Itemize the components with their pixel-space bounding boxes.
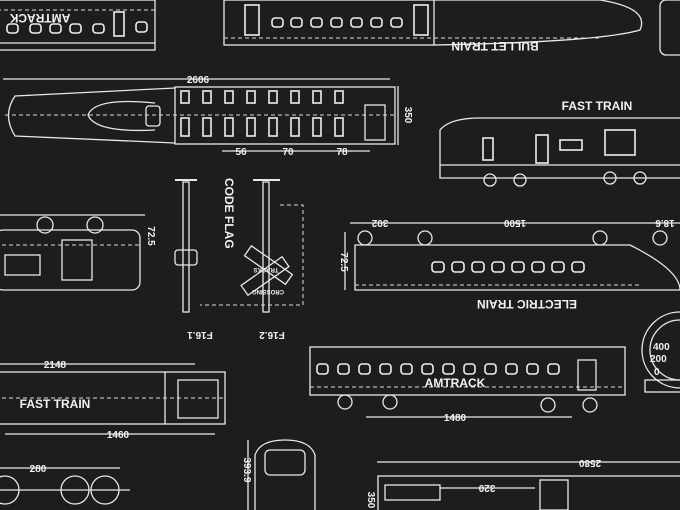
- window: [526, 363, 539, 375]
- window: [358, 363, 371, 375]
- code-flag-signals: CODE FLAG TRACKS CROSSING F16.1 F16.2: [174, 178, 304, 340]
- window: [312, 117, 322, 137]
- bullet-train-label: BULLET TRAIN: [451, 39, 538, 53]
- fast-train-right: FAST TRAIN: [439, 99, 680, 187]
- window: [290, 117, 300, 137]
- window: [531, 261, 545, 273]
- amtrack-label-top: AMTRACK: [9, 11, 70, 25]
- gauge-0: 0: [654, 367, 660, 378]
- window: [202, 117, 212, 137]
- dim-72-5-left: 72.5: [145, 226, 156, 246]
- dim-350-top: 350: [402, 107, 413, 124]
- speed-gauge: 400 200 0: [641, 311, 680, 393]
- dim-350-bottom: 350: [365, 492, 376, 509]
- window: [451, 261, 465, 273]
- window: [316, 363, 329, 375]
- window: [290, 90, 300, 104]
- electric-locomotive-left: 72.5: [0, 214, 156, 291]
- gauge-400: 400: [653, 342, 670, 353]
- dim-2606: 2606: [187, 75, 210, 86]
- window: [202, 90, 212, 104]
- dim-18-6: 18.6: [655, 217, 675, 228]
- window: [246, 90, 256, 104]
- crossing-sign: TRACKS CROSSING: [240, 244, 294, 297]
- window: [224, 90, 234, 104]
- sign-crossing: CROSSING: [252, 288, 284, 294]
- dim-78: 78: [336, 147, 348, 158]
- window: [337, 363, 350, 375]
- window: [334, 90, 344, 104]
- dim-1500: 1500: [503, 217, 526, 228]
- amtrack-car-top-left: AMTRACK: [0, 0, 156, 51]
- window: [334, 117, 344, 137]
- window: [463, 363, 476, 375]
- window: [224, 117, 234, 137]
- window: [471, 261, 485, 273]
- dim-393-9: 393.9: [241, 457, 252, 482]
- dim-72-5-mid: 72.5: [338, 252, 349, 272]
- window: [268, 117, 278, 137]
- dim-2148: 2148: [44, 360, 67, 371]
- bullet-train-plan: 2606 350 56 70 78: [3, 75, 413, 158]
- window: [511, 261, 525, 273]
- bullet-train-top: BULLET TRAIN: [223, 0, 680, 56]
- window: [312, 90, 322, 104]
- window: [400, 363, 413, 375]
- train-plan-bottom-right: 2580 320 350: [365, 457, 680, 510]
- amtrack-car-bottom: AMTRACK 1480: [309, 346, 626, 424]
- electric-train-label: ELECTRIC TRAIN: [477, 297, 577, 311]
- window: [551, 261, 565, 273]
- fast-train-label-right: FAST TRAIN: [562, 99, 633, 113]
- window: [547, 363, 560, 375]
- dim-2580: 2580: [578, 457, 601, 468]
- window: [246, 117, 256, 137]
- window: [180, 90, 190, 104]
- gauge-200: 200: [650, 354, 667, 365]
- label-f16-1: F16.1: [187, 329, 213, 340]
- window: [505, 363, 518, 375]
- dim-280: 280: [30, 464, 47, 475]
- dim-1460: 1460: [107, 430, 130, 441]
- window: [571, 261, 585, 273]
- wheel-assembly-bottom-left: 280: [0, 464, 130, 505]
- window: [379, 363, 392, 375]
- window: [484, 363, 497, 375]
- dim-1480: 1480: [444, 413, 467, 424]
- fast-train-left: 2148 FAST TRAIN 1460: [0, 360, 226, 441]
- bullet-train-front-view: 393.9: [241, 439, 316, 510]
- amtrack-label-bottom: AMTRACK: [425, 376, 486, 390]
- window: [268, 90, 278, 104]
- window: [491, 261, 505, 273]
- code-flag-label: CODE FLAG: [222, 178, 236, 249]
- dim-56: 56: [235, 147, 247, 158]
- window: [442, 363, 455, 375]
- sign-tracks: TRACKS: [254, 266, 279, 272]
- dim-302: 302: [371, 217, 388, 228]
- window: [431, 261, 445, 273]
- window: [180, 117, 190, 137]
- window: [421, 363, 434, 375]
- dim-70: 70: [282, 147, 294, 158]
- label-f16-2: F16.2: [259, 329, 285, 340]
- electric-train: 302 1500 18.6 72.5 ELECTRIC TRAIN: [338, 217, 680, 311]
- dim-320: 320: [478, 482, 495, 493]
- fast-train-label-left: FAST TRAIN: [20, 397, 91, 411]
